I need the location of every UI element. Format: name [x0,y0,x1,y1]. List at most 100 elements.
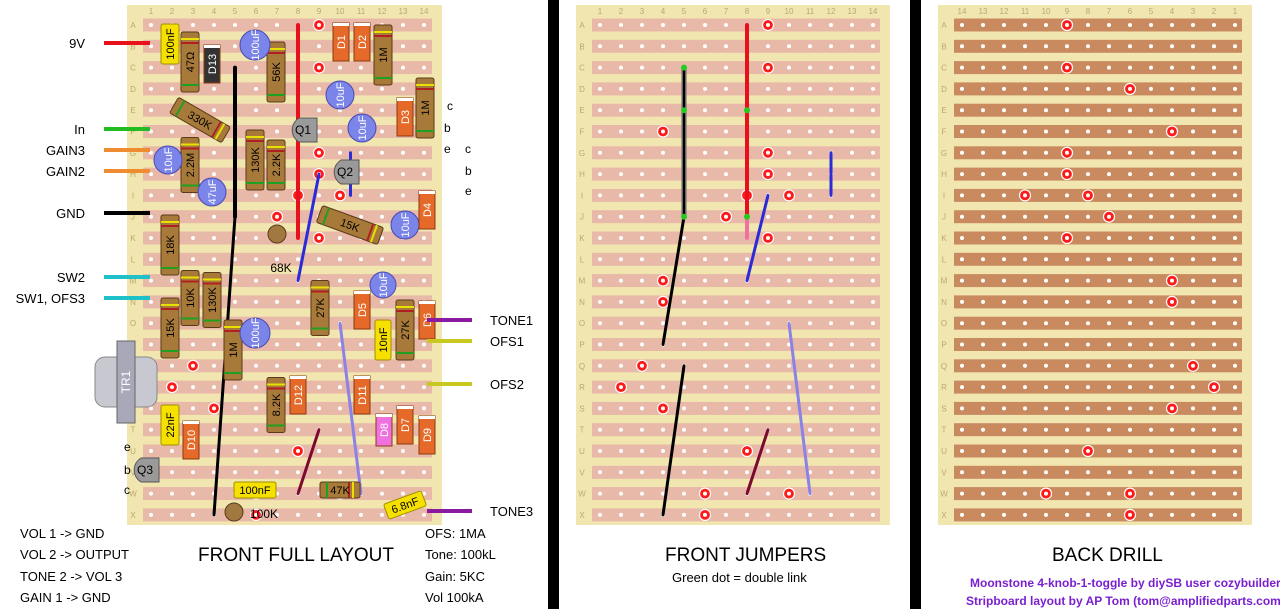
back-hole [1149,172,1153,177]
full-hole [380,193,384,198]
jump-hole [808,129,812,134]
jump-hole [703,470,707,475]
back-track-cut-hole [1170,278,1174,283]
jump-hole [766,44,770,49]
back-hole [1212,449,1216,453]
jump-hole [682,406,686,411]
back-hole [1023,257,1027,262]
jump-hole [598,108,602,113]
back-hole [960,236,964,240]
back-hole [1023,23,1027,27]
back-hole [1128,172,1132,177]
back-strip-O [954,316,1242,330]
back-row-label: X [941,511,947,520]
svg-text:D11: D11 [357,385,369,404]
back-col-label: 9 [1065,7,1070,16]
jump-hole [850,108,854,113]
jump-row-label: O [579,319,585,328]
svg-text:100nF: 100nF [239,485,270,497]
jump-hole [724,86,728,91]
jump-row-label: R [579,383,585,392]
back-hole [981,44,985,49]
full-hole [401,86,405,91]
wire-label: GND [56,206,85,221]
jump-hole [682,236,686,240]
back-row-label: I [943,191,945,200]
back-strip-T [954,423,1242,437]
film-cap-100nf-low: 100nF [233,481,277,499]
jump-hole [745,406,749,411]
jump-hole [703,65,707,70]
jump-hole [787,214,791,219]
full-hole [359,257,363,262]
full-hole [401,23,405,27]
back-hole [1107,236,1111,240]
back-hole [1212,44,1216,49]
full-hole [380,491,384,496]
svg-text:27K: 27K [315,298,327,318]
jump-hole [787,406,791,411]
back-strip-C [954,61,1242,75]
back-track-cut-hole [1065,236,1069,240]
jump-hole [682,491,686,496]
jump-row-label: U [579,447,585,456]
jump-hole [871,214,875,219]
back-row-label: D [941,85,947,94]
back-hole [1044,150,1048,155]
jumper-lavender [787,321,812,496]
jump-row-label: E [579,106,584,115]
back-hole [1191,86,1195,91]
jump-hole [850,363,854,368]
back-hole [1191,108,1195,113]
back-hole [1086,23,1090,27]
back-hole [1233,299,1237,304]
jump-hole [766,363,770,368]
back-hole [1128,193,1132,198]
q2-pin-c: c [465,142,471,156]
back-hole [1002,150,1006,155]
full-hole [401,363,405,368]
back-hole [1107,193,1111,198]
jump-hole [640,299,644,304]
full-hole [359,342,363,347]
full-hole [338,406,342,411]
full-hole [149,342,153,347]
back-hole [1212,342,1216,347]
full-hole [359,278,363,283]
back-hole [1023,150,1027,155]
back-hole [1086,150,1090,155]
jump-track-cut-hole [703,491,707,496]
back-strip-W [954,487,1242,501]
front-full-layout-panel: ABCDEFGHIJKLMNOPQRSTUVWX1234567891011121… [16,5,533,525]
full-row-label: B [130,42,135,51]
jump-hole [766,108,770,113]
jump-hole [598,278,602,283]
back-hole [1044,406,1048,411]
jump-hole [640,129,644,134]
back-hole [960,257,964,262]
jump-track-cut-hole [619,385,623,390]
back-hole [1170,150,1174,155]
jump-hole [724,278,728,283]
jump-hole [640,193,644,198]
jumper-blue-diag [745,193,770,283]
resistor-2-2m: 2.2M [180,137,200,193]
full-strip-F [143,125,432,138]
back-strip-Q [954,359,1242,373]
cap-10uf-right: 10uF [390,210,420,240]
jump-hole [661,108,665,113]
back-hole [1044,108,1048,113]
jump-hole [808,65,812,70]
full-strip-J [143,210,432,224]
back-row-label: J [942,213,946,222]
jump-hole [724,257,728,262]
full-hole [359,512,363,517]
jump-hole [808,108,812,113]
back-hole [1065,257,1069,262]
full-hole [296,427,300,432]
back-col-label: 13 [979,7,988,16]
jump-hole [640,150,644,155]
back-hole [1149,65,1153,70]
back-hole [960,214,964,219]
jump-hole [787,449,791,453]
